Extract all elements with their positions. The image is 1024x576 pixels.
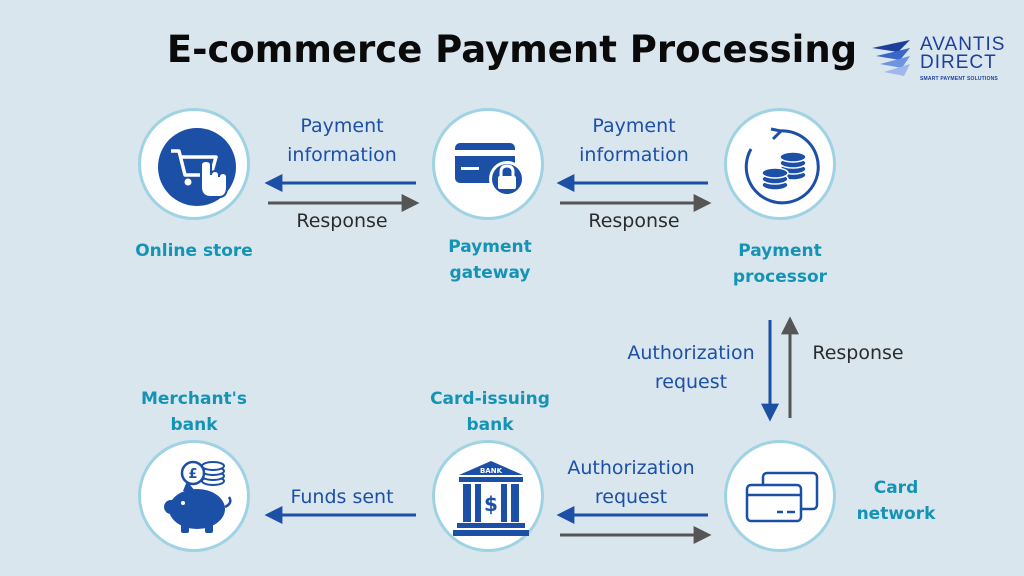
bank-icon: BANK $	[453, 461, 529, 536]
node-label-text: Payment gateway	[448, 237, 532, 283]
edge-label-network-to-processor: Response	[812, 342, 904, 364]
node-payment-gateway	[432, 108, 544, 220]
edge-label-issuer-to-merchant: Funds sent	[290, 486, 394, 508]
avantis-logo: AVANTIS DIRECT SMART PAYMENT SOLUTIONS	[870, 34, 1020, 82]
node-label-payment-gateway: Payment gateway	[410, 234, 570, 286]
node-card-issuing-bank: BANK $	[432, 440, 544, 552]
node-label-card-issuing-bank: Card-issuing bank	[410, 386, 570, 438]
node-card-network	[724, 440, 836, 552]
logo-mark-icon	[872, 40, 910, 76]
node-label-text: Payment processor	[732, 241, 828, 287]
logo-name: AVANTIS DIRECT	[920, 34, 1006, 73]
edge-label-gateway-to-processor: Response	[588, 210, 680, 232]
svg-text:£: £	[188, 467, 197, 482]
credit-card-lock-icon	[455, 143, 525, 197]
shopping-cart-icon	[158, 128, 236, 206]
logo-tagline: SMART PAYMENT SOLUTIONS	[920, 76, 998, 82]
node-label-online-store: Online store	[135, 241, 253, 261]
svg-text:$: $	[484, 492, 498, 516]
edge-label-store-to-gateway: Response	[296, 210, 388, 232]
node-label-card-network: Card network	[816, 475, 976, 527]
node-label-text: Card-issuing bank	[430, 389, 550, 435]
node-label-text: Card network	[856, 478, 936, 524]
cards-icon	[745, 471, 819, 523]
edge-label-gateway-to-store: Payment information	[287, 115, 397, 166]
edge-label-processor-to-network: Authorization request	[627, 342, 755, 393]
svg-text:BANK: BANK	[480, 467, 503, 475]
node-merchants-bank: £	[138, 440, 250, 552]
page-title: E-commerce Payment Processing	[166, 28, 858, 71]
node-label-payment-processor: Payment processor	[700, 238, 860, 290]
node-label-merchants-bank: Merchant's bank	[114, 386, 274, 438]
edge-label-network-to-issuer: Authorization request	[567, 457, 695, 508]
piggy-bank-icon: £	[164, 460, 232, 533]
node-payment-processor	[724, 108, 836, 220]
coins-cycle-icon	[744, 127, 820, 205]
node-online-store	[138, 108, 250, 220]
edge-label-processor-to-gateway: Payment information	[579, 115, 689, 166]
node-label-text: Merchant's bank	[140, 389, 248, 435]
